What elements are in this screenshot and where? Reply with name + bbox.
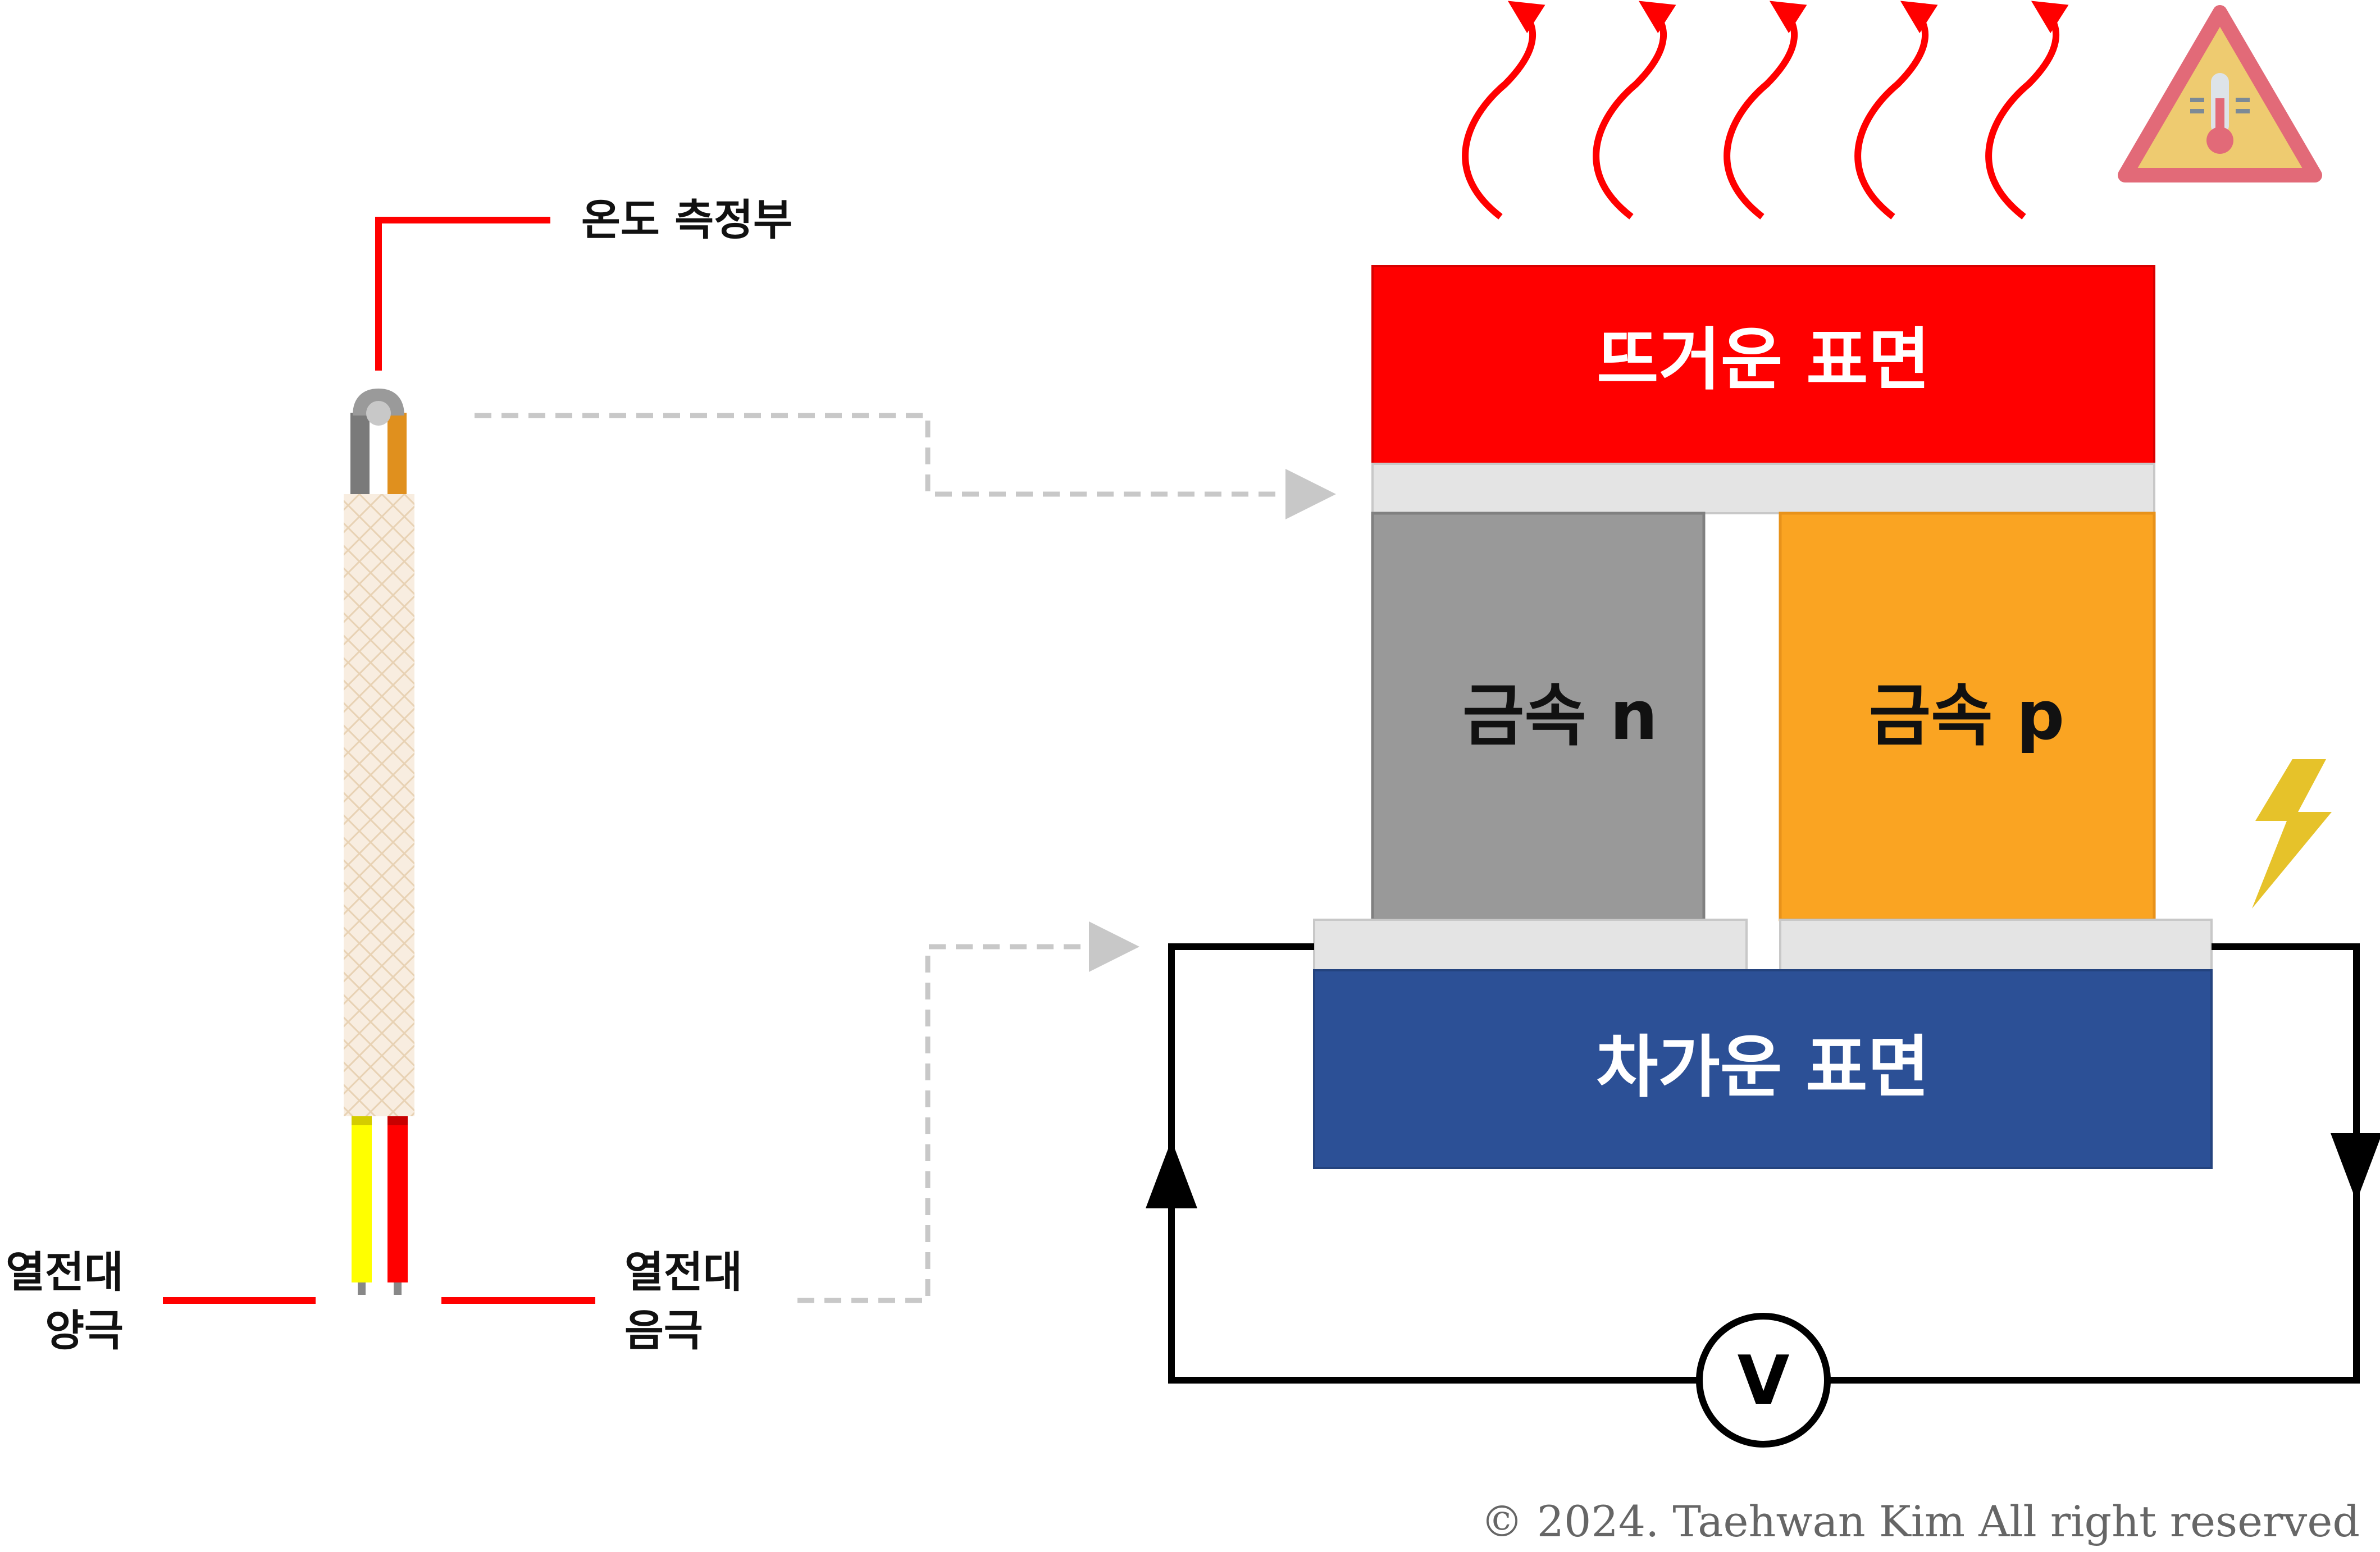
bottom-junction-plate-p (1779, 919, 2213, 971)
temperature-sensing-label: 온도 측정부 (581, 195, 792, 245)
heat-wave-icon (1724, 1, 1807, 220)
copyright-notice: © 2024. Taehwan Kim All right reserved (1481, 1496, 2360, 1546)
thermocouple-negative-label: 열전대 (624, 1247, 742, 1297)
heat-wave-icon (1593, 1, 1676, 220)
thermocouple-positive-label-2: 양극 (45, 1305, 124, 1355)
voltmeter-label: V (1738, 1342, 1790, 1420)
thermocouple-positive-label: 열전대 (6, 1247, 124, 1297)
bottom-junction-plate-n (1313, 919, 1748, 971)
cold-surface-label: 차가운 표면 (1596, 1029, 1930, 1107)
probe-sheath (344, 494, 414, 1116)
heat-wave-icon (1854, 1, 1938, 220)
hot-surface-label: 뜨거운 표면 (1597, 321, 1930, 399)
circuit-arrow-down (2331, 1133, 2380, 1202)
circuit-loop: V (1146, 943, 2380, 1448)
negative-lead-tip (394, 1282, 402, 1295)
metal-n-leg (1371, 512, 1706, 921)
temperature-sensing-leader (375, 217, 550, 371)
metal-p-label: 금속 p (1869, 677, 2064, 755)
metal-n-label: 금속 n (1462, 677, 1658, 755)
negative-lead-wire (387, 1116, 408, 1282)
positive-lead-tip (358, 1282, 366, 1295)
metal-p-leg (1779, 512, 2156, 921)
hot-surface (1371, 265, 2155, 465)
probe-tip-arc (353, 388, 404, 416)
cold-surface (1313, 969, 2213, 1169)
top-junction-plate (1371, 463, 2155, 514)
thermocouple-negative-label-2: 음극 (624, 1305, 703, 1355)
thermocouple-probe (344, 388, 414, 1295)
temperature-warning-icon (2118, 5, 2322, 182)
heat-waves (1462, 1, 2069, 220)
probe-tip-wire-gray (350, 413, 370, 496)
voltmeter (1696, 1313, 1831, 1448)
dashed-arrow-to-cold-junction (797, 921, 1139, 1303)
circuit-arrow-up (1146, 1140, 1197, 1208)
heat-wave-icon (1462, 1, 1545, 220)
probe-junction-bead (366, 401, 391, 426)
probe-tip-wire-orange (387, 413, 407, 496)
positive-lead-wire (352, 1116, 372, 1282)
lightning-icon (2252, 759, 2332, 909)
heat-wave-icon (1985, 1, 2069, 220)
dashed-arrow-to-hot-junction (475, 413, 1336, 519)
